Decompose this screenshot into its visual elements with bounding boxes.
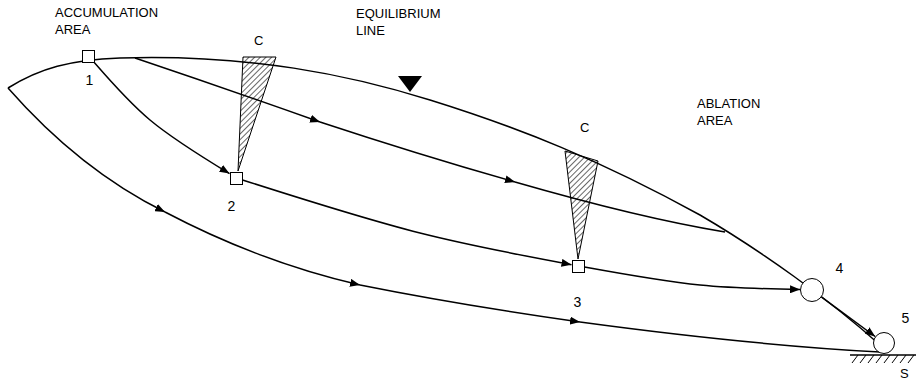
point-circle: 5 bbox=[873, 332, 895, 354]
area-label: ABLATION AREA bbox=[697, 96, 760, 130]
callout-number: 4 bbox=[836, 261, 844, 275]
ground-hatch bbox=[852, 355, 914, 363]
letter-label: C bbox=[580, 120, 589, 137]
point-square: 1 bbox=[82, 50, 95, 63]
glacier-bed bbox=[580, 322, 880, 352]
glacier-bed bbox=[8, 88, 165, 212]
flow-line bbox=[94, 63, 229, 174]
area-label: EQUILIBRIUM LINE bbox=[356, 6, 441, 40]
flow-line bbox=[243, 180, 572, 265]
glacier-surface bbox=[8, 58, 880, 345]
flow-line bbox=[822, 297, 875, 336]
point-square: 3 bbox=[572, 260, 585, 273]
callout-number: 5 bbox=[902, 311, 910, 325]
glacier-bed bbox=[165, 212, 360, 285]
point-circle: 4 bbox=[800, 278, 824, 302]
letter-label: C bbox=[254, 33, 263, 50]
letter-label: S bbox=[900, 366, 909, 383]
equilibrium-pointer bbox=[398, 76, 422, 92]
cone-hatched bbox=[238, 57, 276, 171]
flow-line bbox=[320, 122, 515, 182]
callout-number: 1 bbox=[86, 73, 94, 87]
flow-line bbox=[515, 182, 725, 232]
area-label: ACCUMULATION AREA bbox=[55, 5, 158, 39]
cone-hatched bbox=[565, 151, 598, 259]
callout-number: 2 bbox=[228, 199, 236, 213]
callout-number: 3 bbox=[574, 295, 582, 309]
flow-line bbox=[135, 58, 320, 122]
glacier-bed bbox=[360, 285, 580, 322]
flow-line bbox=[585, 267, 801, 289]
point-square: 2 bbox=[230, 172, 243, 185]
